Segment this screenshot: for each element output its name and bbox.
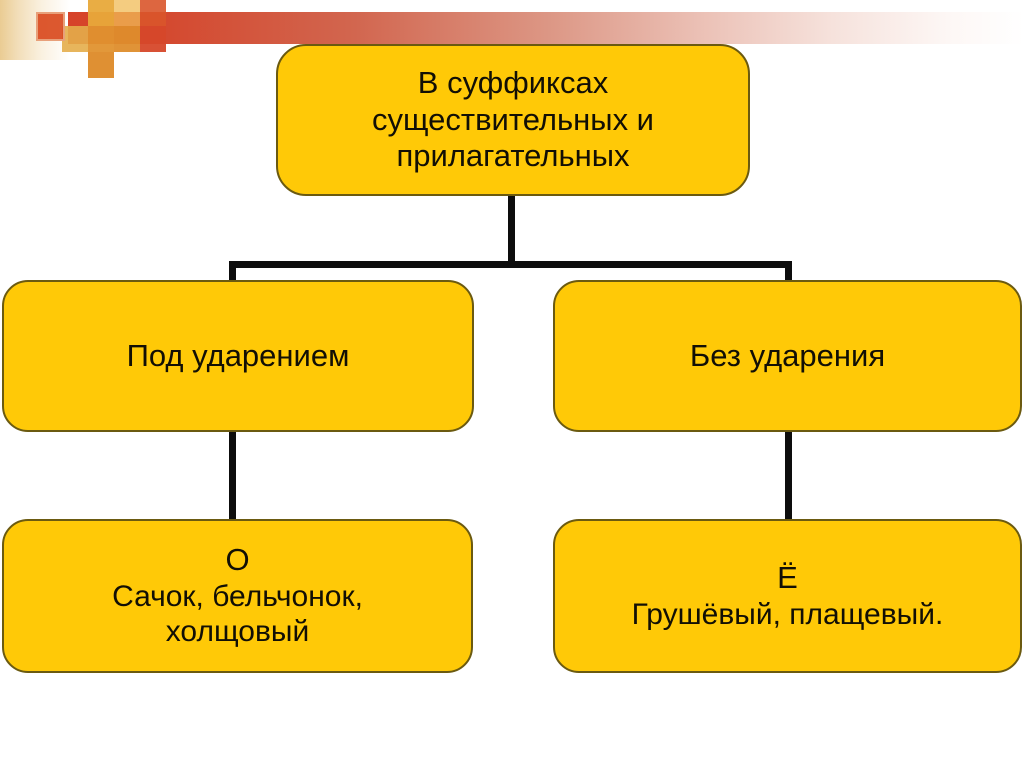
node-root-line-2: существительных и (371, 101, 654, 137)
connector-unstressed-to-example (785, 430, 792, 522)
connector-stressed-to-example (229, 430, 236, 522)
decor-square-red-top (140, 0, 166, 26)
examples-stressed-line-2: холщовый (165, 615, 310, 649)
decor-square-amber-top (88, 0, 114, 26)
result-letter-unstressed: Ё (777, 560, 798, 596)
result-letter-stressed: О (225, 542, 250, 578)
decor-square-red-bottom (140, 26, 166, 52)
decor-square-top-light (114, 0, 140, 26)
node-condition-stressed: Под ударением (2, 280, 474, 432)
connector-drop-left (229, 261, 236, 285)
decor-square-orange (114, 26, 140, 52)
node-condition-unstressed: Без ударения (553, 280, 1022, 432)
decor-square-amber-bottom (88, 52, 114, 78)
node-root-rule: В суффиксах существительных и прилагател… (276, 44, 750, 196)
node-root-line-3: прилагательных (396, 138, 630, 174)
node-condition-stressed-label: Под ударением (126, 337, 350, 373)
examples-unstressed-line-1: Грушёвый, плащевый. (631, 597, 944, 631)
decor-square-red-outlined-fill (38, 14, 63, 39)
node-condition-unstressed-label: Без ударения (689, 337, 886, 373)
examples-stressed-line-1: Сачок, бельчонок, (112, 579, 363, 613)
decor-square-mid-left (62, 26, 88, 52)
connector-drop-right (785, 261, 792, 285)
header-gradient-bar (68, 12, 1024, 44)
decor-square-red-outline (36, 12, 65, 41)
decor-square-amber-mid (88, 26, 114, 52)
node-examples-unstressed: Ё Грушёвый, плащевый. (553, 519, 1022, 673)
connector-root-trunk (508, 195, 515, 267)
connector-horizontal-bar (232, 261, 790, 268)
node-examples-stressed: О Сачок, бельчонок, холщовый (2, 519, 473, 673)
node-root-line-1: В суффиксах (417, 65, 609, 101)
